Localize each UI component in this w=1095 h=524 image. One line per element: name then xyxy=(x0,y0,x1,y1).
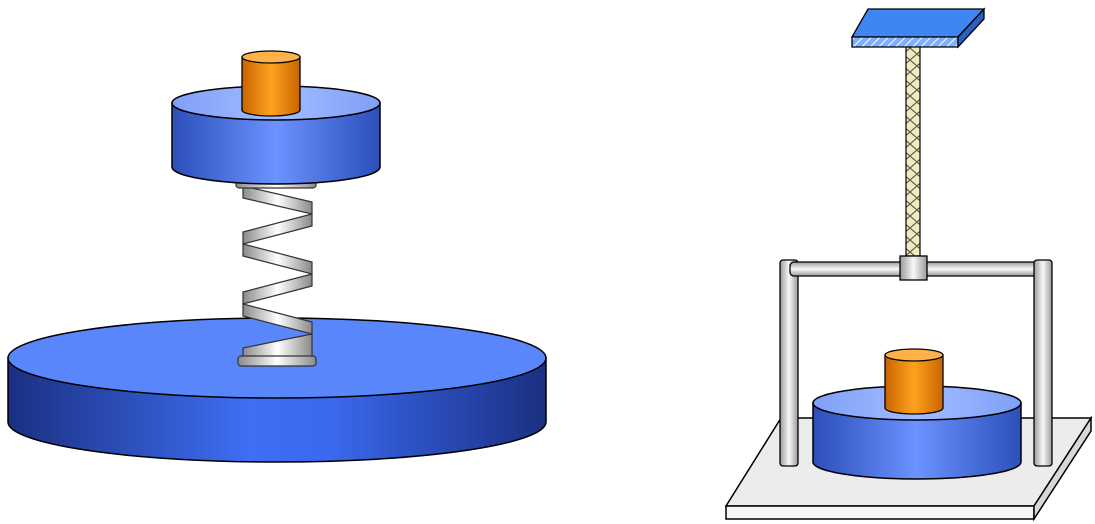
left-figure xyxy=(7,50,547,463)
spring xyxy=(235,175,317,367)
base-disk xyxy=(7,317,547,463)
right-figure xyxy=(724,7,1093,522)
frame-orange-cylinder xyxy=(884,348,944,415)
right-post xyxy=(1033,259,1053,467)
suspension-rope xyxy=(905,45,921,257)
rope-clamp xyxy=(899,255,928,281)
left-post xyxy=(779,259,799,467)
orange-cylinder xyxy=(241,50,301,117)
ceiling-bracket xyxy=(850,7,986,49)
